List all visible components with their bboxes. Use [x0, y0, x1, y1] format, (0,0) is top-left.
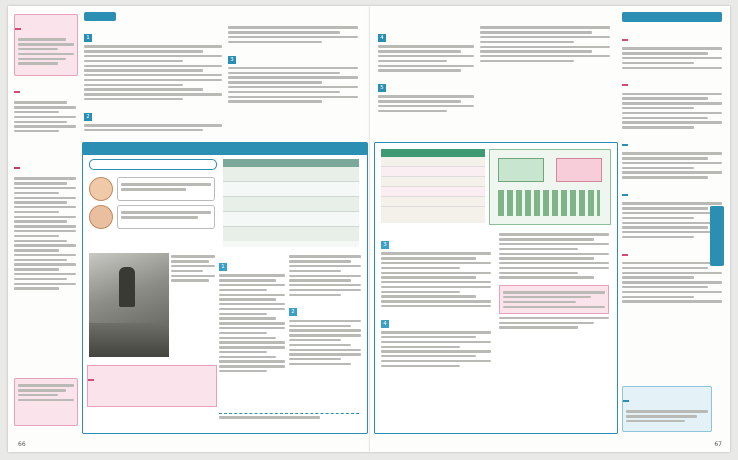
table-row — [223, 182, 359, 197]
section-header-bar — [83, 143, 367, 155]
student-illustration-1 — [89, 177, 113, 201]
page-number-right: 67 — [714, 441, 722, 448]
historical-photo — [89, 253, 169, 357]
margin-notes-title — [14, 167, 20, 169]
margin-keyword-box — [14, 78, 76, 148]
section-footnote — [219, 413, 359, 426]
table-row — [381, 167, 485, 177]
left-page: 1 2 3 — [8, 6, 370, 452]
table-row — [381, 177, 485, 187]
table-row — [381, 197, 485, 207]
table-row — [381, 157, 485, 167]
page-number-left: 66 — [18, 441, 26, 448]
right-section-frame: 3 4 — [374, 142, 618, 434]
bottom-note-box — [87, 365, 217, 407]
side-index-tab — [710, 206, 724, 266]
margin-note-title — [15, 28, 21, 30]
speech-bubble-2 — [117, 205, 215, 229]
body-text-col-b: 2 — [289, 253, 361, 413]
sidebar-bottom-box — [622, 386, 712, 432]
right-text-column-2 — [480, 24, 610, 136]
speaker-figure — [119, 267, 135, 307]
margin-notes-column — [14, 154, 76, 374]
table-row — [223, 212, 359, 227]
body-text-col-a: 1 — [219, 253, 285, 413]
data-table — [381, 149, 485, 223]
question-bubble — [89, 159, 217, 170]
highlight-box — [499, 284, 609, 315]
margin-bottom-box — [14, 378, 78, 426]
sidebar-top-bar — [622, 12, 722, 22]
section-title — [83, 152, 87, 160]
margin-keyword-title — [14, 91, 20, 93]
question-area — [89, 159, 217, 247]
seat-rows — [498, 190, 600, 216]
speech-bubble-1 — [117, 177, 215, 201]
diagram-block-right — [556, 158, 602, 182]
comparison-table — [223, 159, 359, 247]
assembly-diagram — [489, 149, 611, 225]
table-row — [223, 197, 359, 212]
page-tab — [84, 12, 116, 21]
right-page: 4 5 3 4 — [370, 6, 730, 452]
crowd — [89, 323, 169, 357]
right-body-col-a: 3 4 — [381, 231, 491, 421]
right-text-column-1: 4 5 — [378, 24, 474, 136]
table-row — [223, 167, 359, 182]
diagram-block-left — [498, 158, 544, 182]
text-column-1: 1 2 — [84, 24, 222, 136]
table-row — [381, 187, 485, 197]
section-frame: 1 2 — [82, 142, 368, 434]
text-column-2: 3 — [228, 24, 358, 136]
table-row — [223, 227, 359, 241]
photo-caption — [171, 253, 215, 357]
right-sidebar-notes — [622, 26, 722, 356]
student-illustration-2 — [89, 205, 113, 229]
right-body-col-b — [499, 231, 609, 421]
margin-note-box — [14, 14, 78, 76]
item-number: 1 — [84, 34, 92, 42]
